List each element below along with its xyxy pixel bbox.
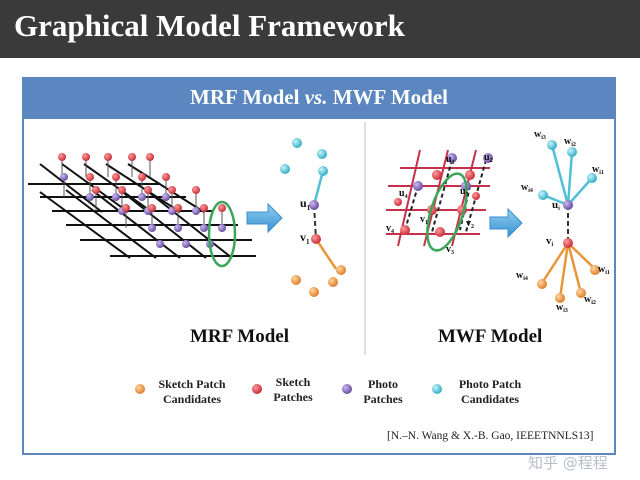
weight-label: wi2 bbox=[584, 294, 596, 306]
panel-title: MRF Model vs. MWF Model bbox=[24, 85, 614, 110]
title-bar: Graphical Model Framework bbox=[0, 0, 640, 58]
mwf-star-u-label: ui bbox=[552, 199, 560, 212]
mrf-chain: u1 v1 bbox=[280, 138, 346, 297]
mwf-model-label: MWF Model bbox=[438, 326, 543, 347]
legend-marker-sketch-candidates bbox=[135, 384, 145, 394]
weight-label: wi1 bbox=[592, 164, 604, 176]
mwf-highlight-ellipse bbox=[426, 172, 468, 252]
weight-label: wi4 bbox=[521, 182, 533, 194]
mwf-u1-label: u1 bbox=[446, 154, 455, 166]
legend-label-sketch-candidates: Sketch Patch Candidates bbox=[158, 377, 226, 406]
mwf-star: ui vi wi3 wi2 wi1 wi4 wi4 wi3 wi2 wi1 bbox=[516, 129, 610, 314]
panel-title-mrf: MRF Model bbox=[190, 85, 300, 109]
mwf-v3-label: v3 bbox=[446, 244, 454, 256]
legend-label-sketch-patches: Sketch Patches bbox=[273, 375, 313, 404]
mwf-v1-label: v1 bbox=[420, 214, 428, 226]
weight-label: wi2 bbox=[564, 136, 576, 148]
mrf-highlight-ellipse bbox=[207, 200, 237, 268]
legend-marker-photo-candidates bbox=[432, 384, 442, 394]
mwf-star-v-label: vi bbox=[546, 235, 554, 248]
weight-label: wi1 bbox=[598, 264, 610, 276]
weight-label: wi3 bbox=[556, 302, 568, 314]
page-title: Graphical Model Framework bbox=[14, 8, 405, 43]
weight-label: wi3 bbox=[534, 129, 546, 141]
mrf-model-label: MRF Model bbox=[190, 326, 290, 347]
panel-header: MRF Model vs. MWF Model bbox=[24, 79, 614, 119]
mwf-v2-label: v2 bbox=[466, 218, 474, 230]
citation: [N.–N. Wang & X.-B. Gao, IEEETNNLS13] bbox=[387, 430, 594, 442]
mwf-v4-label: v4 bbox=[386, 223, 394, 235]
panel-title-mwf: MWF Model bbox=[332, 85, 448, 109]
panel-title-vs: vs. bbox=[304, 85, 328, 109]
mwf-grid: u1 u2 u3 u4 v1 v2 v3 v4 bbox=[386, 149, 493, 256]
legend-label-photo-patches: Photo Patches bbox=[363, 377, 403, 406]
legend-marker-sketch-patches bbox=[252, 384, 262, 394]
mrf-v-label: v1 bbox=[300, 230, 310, 246]
mwf-arrow-icon bbox=[489, 207, 523, 239]
mrf-arrow-icon bbox=[246, 202, 283, 234]
comparison-panel: MRF Model vs. MWF Model bbox=[22, 77, 616, 455]
watermark: 知乎 @程程 bbox=[528, 454, 608, 472]
legend-marker-photo-patches bbox=[342, 384, 352, 394]
mwf-u3-label: u3 bbox=[460, 186, 469, 198]
mwf-u4-label: u4 bbox=[399, 188, 408, 200]
weight-label: wi4 bbox=[516, 270, 528, 282]
legend-label-photo-candidates: Photo Patch Candidates bbox=[458, 377, 522, 406]
mwf-u2-label: u2 bbox=[484, 152, 493, 164]
mrf-grid bbox=[28, 153, 256, 268]
mrf-u-label: u1 bbox=[300, 196, 311, 212]
